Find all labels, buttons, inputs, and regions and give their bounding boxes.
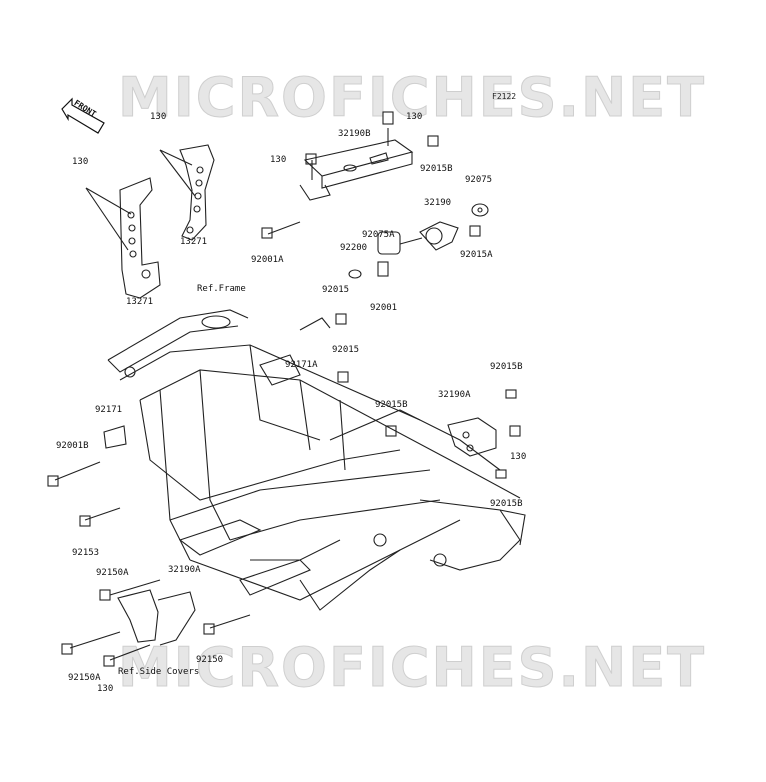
main-frame <box>107 309 526 611</box>
part-label-92171[interactable]: 92171 <box>95 405 123 415</box>
part-label-92001[interactable]: 92001 <box>370 303 398 313</box>
ref-frame-label[interactable]: Ref.Frame <box>197 284 246 294</box>
part-label-92153[interactable]: 92153 <box>72 548 100 558</box>
part-label-130[interactable]: 130 <box>270 155 287 165</box>
part-label-13271[interactable]: 13271 <box>180 237 208 247</box>
part-label-130[interactable]: 130 <box>510 452 527 462</box>
part-label-130[interactable]: 130 <box>150 112 167 122</box>
part-label-92015[interactable]: 92015 <box>322 285 350 295</box>
left-bracket <box>85 177 161 299</box>
part-label-32190a[interactable]: 32190A <box>438 390 471 400</box>
part-label-13271[interactable]: 13271 <box>126 297 154 307</box>
diagram-code: F2122 <box>492 92 517 101</box>
part-label-92171a[interactable]: 92171A <box>285 360 318 370</box>
part-label-32190a[interactable]: 32190A <box>168 565 201 575</box>
part-label-92015a[interactable]: 92015A <box>460 250 493 260</box>
part-label-92015b[interactable]: 92015B <box>375 400 408 410</box>
upper-bracket <box>159 144 215 241</box>
part-label-130[interactable]: 130 <box>97 684 114 694</box>
engine-mount <box>261 203 489 279</box>
top-mount-plate <box>299 111 414 201</box>
watermark-top: MICROFICHES.NET <box>118 66 706 130</box>
part-label-92001b[interactable]: 92001B <box>56 441 89 451</box>
part-label-92015[interactable]: 92015 <box>332 345 360 355</box>
part-label-92075a[interactable]: 92075A <box>362 230 395 240</box>
part-label-92150a[interactable]: 92150A <box>68 673 101 683</box>
part-label-92200[interactable]: 92200 <box>340 243 368 253</box>
part-label-92015b[interactable]: 92015B <box>420 164 453 174</box>
part-label-32190[interactable]: 32190 <box>424 198 452 208</box>
lower-left-mount <box>47 135 481 667</box>
part-label-92075[interactable]: 92075 <box>465 175 493 185</box>
part-label-92015b[interactable]: 92015B <box>490 499 523 509</box>
ref-side-covers-label[interactable]: Ref.Side Covers <box>118 667 200 677</box>
part-label-32190b[interactable]: 32190B <box>338 129 371 139</box>
part-label-130[interactable]: 130 <box>72 157 89 167</box>
front-arrow-icon <box>61 97 105 134</box>
part-label-92150[interactable]: 92150 <box>196 655 224 665</box>
right-mount <box>447 389 521 479</box>
part-label-92150a[interactable]: 92150A <box>96 568 129 578</box>
watermark-bottom: MICROFICHES.NET <box>118 636 706 700</box>
part-label-130[interactable]: 130 <box>406 112 423 122</box>
part-label-92015b[interactable]: 92015B <box>490 362 523 372</box>
part-label-92001a[interactable]: 92001A <box>251 255 284 265</box>
